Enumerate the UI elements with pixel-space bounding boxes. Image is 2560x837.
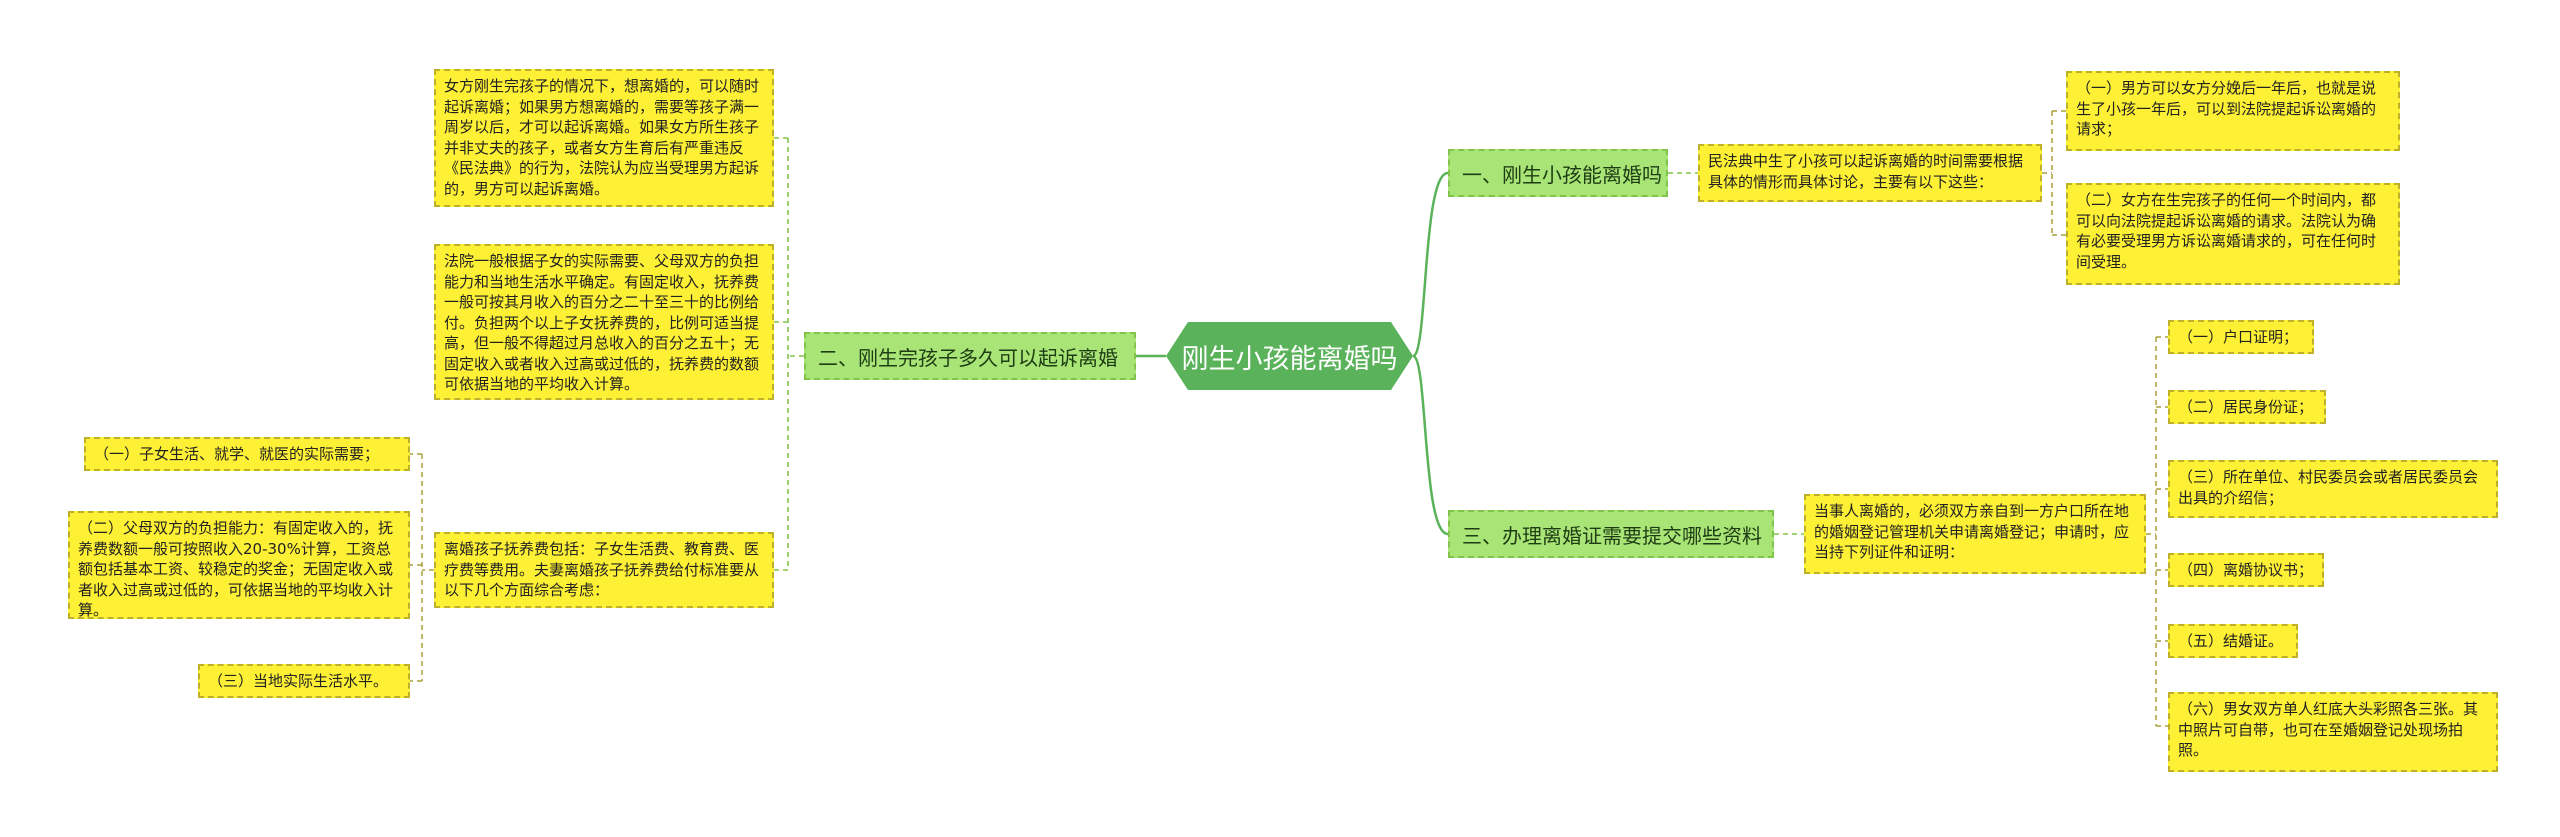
link-b2-items: [774, 137, 804, 571]
b1-intro[interactable]: 民法典中生了小孩可以起诉离婚的时间需要根据具体的情形而具体讨论，主要有以下这些：: [1698, 144, 2042, 202]
b3-item-1[interactable]: （一）户口证明；: [2168, 320, 2314, 354]
b3-item-3[interactable]: （三）所在单位、村民委员会或者居民委员会出具的介绍信；: [2168, 460, 2498, 518]
b2-item-1[interactable]: 女方刚生完孩子的情况下，想离婚的，可以随时起诉离婚；如果男方想离婚的，需要等孩子…: [434, 69, 774, 207]
b2-subitem-2[interactable]: （二）父母双方的负担能力：有固定收入的，抚养费数额一般可按照收入20-30%计算…: [68, 511, 410, 619]
b1-item-2[interactable]: （二）女方在生完孩子的任何一个时间内，都可以向法院提起诉讼离婚的请求。法院认为确…: [2066, 183, 2400, 285]
b3-intro[interactable]: 当事人离婚的，必须双方亲自到一方户口所在地的婚姻登记管理机关申请离婚登记；申请时…: [1804, 494, 2146, 574]
b2-item-3[interactable]: 离婚孩子抚养费包括：子女生活费、教育费、医疗费等费用。夫妻离婚孩子抚养费给付标准…: [434, 532, 774, 608]
link-b3-items: [2146, 336, 2168, 727]
link-b2-subitems: [410, 453, 434, 682]
link-root-b1: [1411, 171, 1449, 358]
b3-item-4[interactable]: （四）离婚协议书；: [2168, 553, 2324, 587]
b2-subitem-3[interactable]: （三）当地实际生活水平。: [198, 664, 410, 698]
b3-item-5[interactable]: （五）结婚证。: [2168, 624, 2298, 658]
branch-b1[interactable]: 一、刚生小孩能离婚吗: [1448, 149, 1668, 197]
b1-item-1[interactable]: （一）男方可以女方分娩后一年后，也就是说生了小孩一年后，可以到法院提起诉讼离婚的…: [2066, 71, 2400, 151]
link-b1-items: [2042, 110, 2066, 236]
b2-item-2[interactable]: 法院一般根据子女的实际需要、父母双方的负担能力和当地生活水平确定。有固定收入，抚…: [434, 244, 774, 400]
b2-subitem-1[interactable]: （一）子女生活、就学、就医的实际需要；: [84, 437, 410, 471]
b3-item-2[interactable]: （二）居民身份证；: [2168, 390, 2326, 424]
link-root-b3: [1411, 354, 1449, 536]
branch-b2[interactable]: 二、刚生完孩子多久可以起诉离婚: [804, 332, 1136, 380]
b3-item-6[interactable]: （六）男女双方单人红底大头彩照各三张。其中照片可自带，也可在至婚姻登记处现场拍照…: [2168, 692, 2498, 772]
root-node[interactable]: 刚生小孩能离婚吗: [1166, 322, 1413, 390]
branch-b3[interactable]: 三、办理离婚证需要提交哪些资料: [1448, 510, 1774, 558]
